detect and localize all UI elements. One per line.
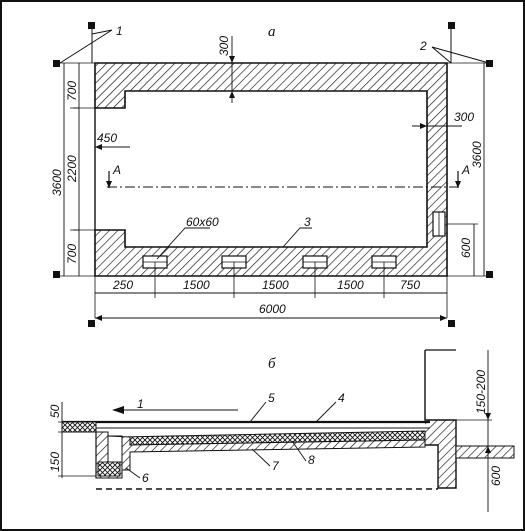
building-wall [424, 350, 457, 489]
corner-markers [53, 22, 493, 327]
dim-150: 150 [48, 452, 62, 472]
dim-right-total: 3600 [470, 141, 484, 168]
foundation-wall [94, 62, 448, 277]
dim-top-wall: 300 [217, 36, 231, 56]
callout-4: 4 [338, 391, 345, 405]
section-view [58, 349, 515, 512]
flow-direction-label: 1 [137, 397, 144, 411]
dim-hole-size: 60x60 [186, 215, 219, 229]
dim-left-total: 3600 [50, 169, 64, 196]
callout-1: 1 [116, 24, 123, 38]
dim-seg-4: 1500 [337, 278, 364, 292]
dim-seg-1: 250 [112, 278, 133, 292]
section-mark-right: A [461, 163, 470, 177]
dim-left-top: 700 [65, 81, 79, 101]
callout-2: 2 [419, 39, 427, 53]
dim-seg-2: 1500 [183, 278, 210, 292]
dim-total-length: 6000 [259, 302, 286, 316]
dim-left-mid: 2200 [65, 155, 79, 183]
callout-6: 6 [142, 471, 149, 485]
dim-right-wall: 300 [454, 110, 474, 124]
dim-left-offset: 450 [97, 131, 117, 145]
dim-seg-3: 1500 [262, 278, 289, 292]
dim-right-bottom: 600 [459, 238, 473, 258]
dim-seg-5: 750 [400, 278, 420, 292]
callout-7: 7 [272, 459, 280, 473]
dim-600: 600 [489, 466, 503, 486]
callout-5: 5 [268, 391, 275, 405]
dim-50: 50 [48, 404, 62, 418]
section-mark-left: A [112, 163, 121, 177]
dim-150-200: 150-200 [474, 370, 488, 414]
panel-label-b: б [268, 356, 276, 372]
plan-view [53, 22, 493, 327]
callout-8: 8 [308, 453, 315, 467]
callout-3: 3 [304, 215, 311, 229]
dim-left-bottom: 700 [65, 244, 79, 264]
panel-label-a: а [268, 24, 276, 40]
